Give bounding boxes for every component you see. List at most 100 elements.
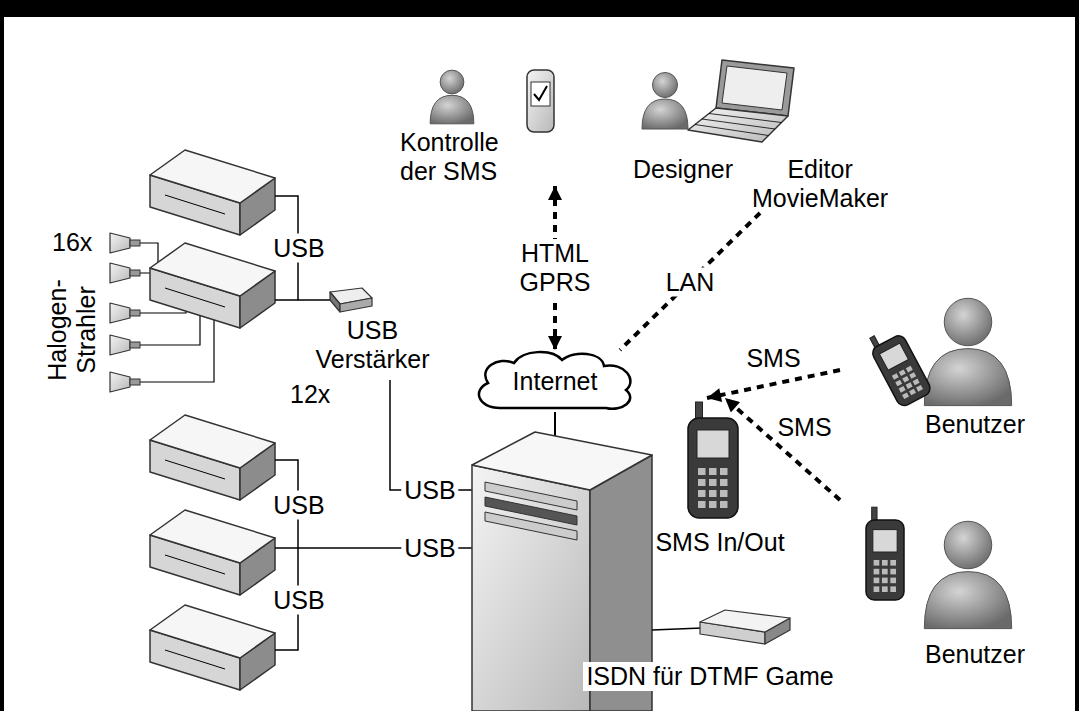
edge-label: SMS xyxy=(774,413,834,442)
phone-key xyxy=(882,586,888,592)
laptop-screen xyxy=(716,60,794,116)
person-icon xyxy=(924,298,1011,405)
lamp-label: Halogen- Strahler xyxy=(43,275,101,385)
person-head xyxy=(944,521,992,569)
isdn-box-top xyxy=(700,610,790,632)
node-label: SMS In/Out xyxy=(645,528,795,557)
phone-key xyxy=(882,578,888,584)
node-label: Benutzer xyxy=(915,640,1035,669)
gsm-phone-icon xyxy=(688,402,738,518)
phone-key xyxy=(874,586,880,592)
pda-screen xyxy=(531,82,550,106)
pda-icon xyxy=(527,70,554,132)
phone-key xyxy=(720,490,728,497)
phone-key xyxy=(882,569,888,575)
relay-box-slot xyxy=(165,288,225,307)
relay-box-top xyxy=(150,150,275,203)
isdn-adapter: ISDN für DTMF Game xyxy=(555,600,865,691)
phone-body xyxy=(688,418,738,518)
phone-key xyxy=(720,468,728,475)
lamp-base xyxy=(130,310,140,316)
phone-key xyxy=(698,479,706,486)
phone-key xyxy=(899,370,906,377)
usb-cable xyxy=(298,299,330,301)
phone-key xyxy=(916,385,923,392)
person-head xyxy=(653,73,678,98)
person-body xyxy=(430,95,474,124)
lamp-base xyxy=(130,270,140,276)
mobile-phone-icon xyxy=(865,324,933,408)
gsm-modem: SMS In/Out xyxy=(645,398,795,557)
phone-key xyxy=(890,569,896,575)
halogen-lamp xyxy=(110,372,130,392)
phone-key xyxy=(874,578,880,584)
count-label: 12x xyxy=(290,380,330,409)
phone-key xyxy=(906,382,913,389)
user: Benutzer xyxy=(840,500,1055,669)
relay-box-top xyxy=(150,415,275,468)
halogen-lamp xyxy=(110,263,130,283)
halogen-lamp xyxy=(110,233,130,253)
person-head xyxy=(944,298,992,346)
usb-label: USB xyxy=(270,234,327,263)
node-label: Designer xyxy=(633,155,733,184)
usb-label: USB xyxy=(401,534,458,563)
laptop-display xyxy=(722,66,787,110)
node-label: Kontrolle der SMS xyxy=(400,128,520,186)
person-icon xyxy=(430,70,474,124)
server-front xyxy=(472,465,590,711)
relay-box-slot xyxy=(165,195,225,214)
phone-key xyxy=(698,468,706,475)
phone-key xyxy=(698,501,706,508)
phone-key xyxy=(913,379,920,386)
phone-key xyxy=(709,479,717,486)
relay-box-slot xyxy=(165,555,225,574)
phone-key xyxy=(902,376,909,383)
lamp-base xyxy=(130,379,140,385)
monitor-user: Kontrolle der SMS xyxy=(395,62,575,186)
phone-key xyxy=(906,366,913,373)
node-label: Editor MovieMaker xyxy=(745,155,895,213)
node-label: Internet xyxy=(513,367,598,396)
phone-key xyxy=(720,501,728,508)
phone-key xyxy=(902,392,909,399)
usb-cable xyxy=(275,460,298,650)
phone-key xyxy=(709,468,717,475)
phone-key xyxy=(709,501,717,508)
phone-key xyxy=(874,560,880,566)
phone-key xyxy=(899,386,906,393)
phone-key xyxy=(890,578,896,584)
usb-amplifier-front xyxy=(340,298,372,312)
usb-label: USB xyxy=(270,491,327,520)
node-label: Benutzer xyxy=(915,410,1035,439)
phone-key xyxy=(890,560,896,566)
phone-screen xyxy=(873,530,897,552)
count-label: 16x xyxy=(52,228,92,257)
phone-screen xyxy=(879,343,908,370)
server-top xyxy=(472,432,652,490)
person-icon xyxy=(642,73,688,130)
relay-box-slot xyxy=(165,650,225,669)
phone-key xyxy=(874,569,880,575)
relay-box-top xyxy=(150,243,275,296)
phone-key xyxy=(698,490,706,497)
phone-key xyxy=(720,479,728,486)
lamp-base xyxy=(130,240,140,246)
phone-body xyxy=(866,520,904,600)
halogen-lamp xyxy=(110,335,130,355)
relay-box-top xyxy=(150,510,275,563)
phone-screen xyxy=(697,430,729,458)
phone-key xyxy=(909,389,916,396)
halogen-lamp xyxy=(110,303,130,323)
person-icon xyxy=(924,521,1011,628)
edge-label: LAN xyxy=(663,267,718,296)
laptop-keys xyxy=(695,125,769,136)
lamp-base xyxy=(130,342,140,348)
usb-cable xyxy=(390,380,472,490)
edge-label: HTML GPRS xyxy=(512,239,598,297)
internet-cloud: Internet xyxy=(470,350,640,412)
usb-label: USB xyxy=(401,476,458,505)
connector xyxy=(707,370,840,398)
person-body xyxy=(924,349,1011,406)
